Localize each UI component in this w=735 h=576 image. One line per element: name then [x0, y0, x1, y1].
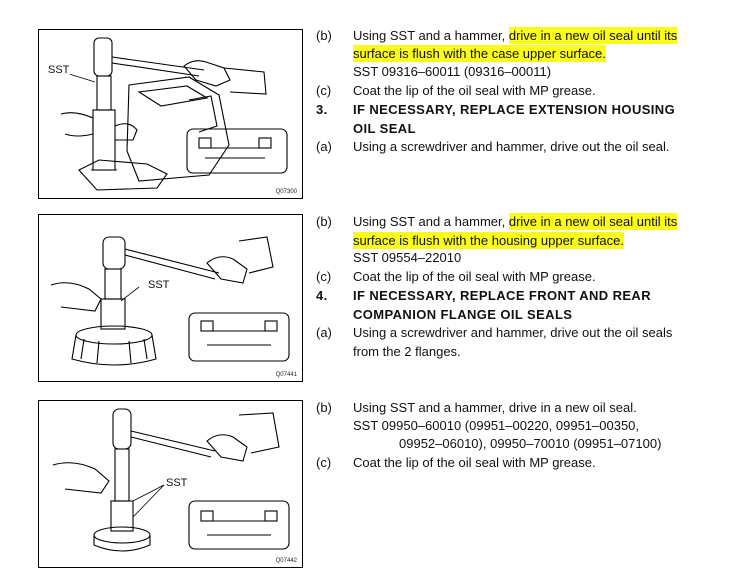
step-label: (b)	[316, 28, 332, 43]
illustration-case-seal-install	[60, 37, 288, 191]
highlighted-text: surface is flush with the housing upper …	[353, 232, 624, 249]
sst-callout-label: SST	[147, 279, 171, 291]
figure-id: Q07441	[275, 372, 297, 378]
sst-callout-label: SST	[47, 64, 71, 76]
highlighted-text: surface is flush with the case upper sur…	[353, 45, 606, 62]
figure-id: Q07300	[275, 189, 297, 195]
figure-extension-housing-seal: SST Q07300	[38, 29, 303, 199]
illustration-housing-seal-install	[50, 236, 290, 366]
step-text: Using SST and a hammer, drive in a new o…	[353, 27, 678, 44]
figure-id: Q07442	[275, 558, 297, 564]
figure-housing-seal: SST Q07441	[38, 214, 303, 382]
illustration-flange-seal-install	[52, 408, 290, 552]
step-text: surface is flush with the case upper sur…	[353, 45, 606, 62]
highlighted-text: drive in a new oil seal until its	[508, 213, 678, 230]
highlighted-text: drive in a new oil seal until its	[508, 27, 678, 44]
sst-callout-label: SST	[165, 477, 189, 489]
figure-companion-flange-seal: SST Q07442	[38, 400, 303, 568]
